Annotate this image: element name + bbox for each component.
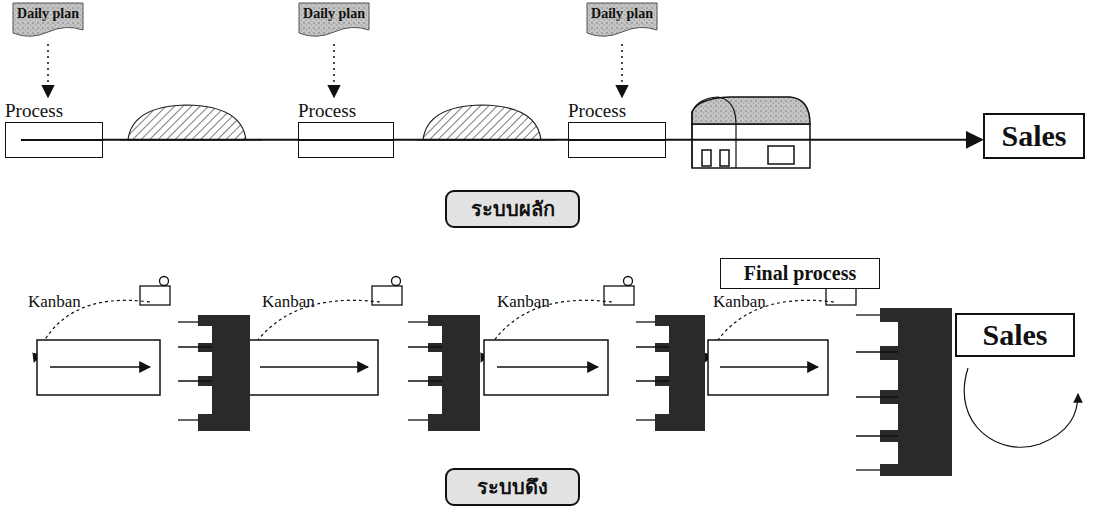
process-rect: [5, 122, 103, 158]
daily-plan-flag: Daily plan: [586, 2, 658, 42]
plan-arrow: [47, 44, 49, 97]
plan-label: Daily plan: [586, 2, 658, 22]
system-title: ระบบดึง: [445, 468, 580, 506]
system-title: ระบบผลัก: [445, 190, 580, 228]
sales-box: Sales: [955, 313, 1075, 357]
final-process-box: Final process: [720, 258, 880, 289]
plan-arrow: [333, 44, 335, 97]
kanban-label: Kanban: [28, 292, 81, 312]
flow-line: [299, 139, 394, 141]
sales-loop: [964, 368, 1078, 447]
store-shelf: [856, 308, 952, 476]
plan-label: Daily plan: [298, 2, 370, 22]
warehouse: [692, 97, 810, 168]
inventory-mound: [415, 105, 557, 140]
process-label: Process: [568, 100, 666, 122]
store-shelf: [636, 315, 705, 431]
daily-plan-flag: Daily plan: [298, 2, 370, 42]
system-label: ระบบดึง: [477, 476, 548, 499]
daily-plan-flag: Daily plan: [12, 2, 84, 42]
plan-arrow: [621, 44, 623, 97]
box-label: Sales: [1001, 119, 1066, 154]
store-shelf: [408, 315, 480, 431]
process-box: Process: [298, 100, 394, 158]
process-rect: [298, 122, 394, 158]
flow-line: [103, 139, 298, 141]
inventory-mound: [120, 105, 262, 140]
flow-line: [21, 139, 103, 141]
plan-label: Daily plan: [12, 2, 84, 22]
process-label: Process: [298, 100, 394, 122]
sales-box: Sales: [983, 113, 1085, 159]
kanban-label: Kanban: [713, 292, 766, 312]
box-label: Final process: [744, 262, 856, 285]
process-box: Process: [5, 100, 103, 158]
process-label: Process: [5, 100, 103, 122]
process-rect: [568, 122, 666, 158]
flow-line: [394, 139, 568, 141]
flow-line: [666, 139, 982, 141]
kanban-label: Kanban: [262, 292, 315, 312]
box-label: Sales: [982, 318, 1047, 353]
flow-line: [569, 139, 666, 141]
kanban-label: Kanban: [497, 292, 550, 312]
system-label: ระบบผลัก: [471, 198, 555, 221]
process-box: Process: [568, 100, 666, 158]
store-shelf: [178, 315, 250, 431]
